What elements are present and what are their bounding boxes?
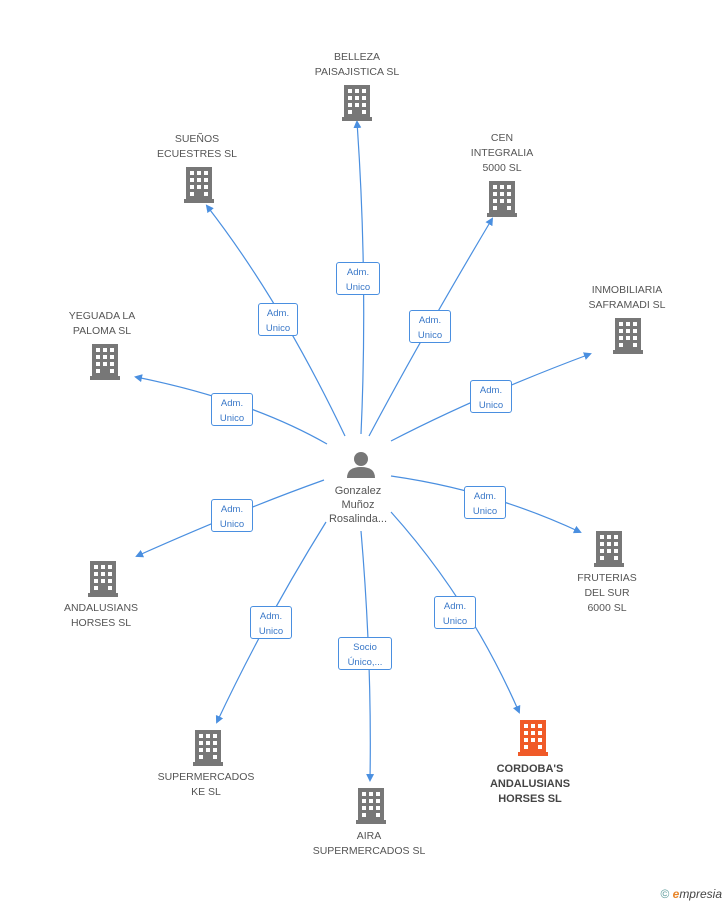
company-label-suenos[interactable]: SUEÑOS ECUESTRES SL bbox=[157, 133, 237, 160]
building-icon-cen[interactable] bbox=[487, 181, 517, 217]
edge-label-supermercados_ke[interactable]: Adm. Unico bbox=[250, 606, 292, 639]
edge-label-yeguada[interactable]: Adm. Unico bbox=[211, 393, 253, 426]
company-label-cen[interactable]: CEN INTEGRALIA 5000 SL bbox=[470, 132, 534, 174]
company-label-yeguada[interactable]: YEGUADA LA PALOMA SL bbox=[68, 310, 136, 337]
building-icon-supermercados_ke[interactable] bbox=[193, 730, 223, 766]
edge-label-cordobas[interactable]: Adm. Unico bbox=[434, 596, 476, 629]
edge-label-fruterias[interactable]: Adm. Unico bbox=[464, 486, 506, 519]
company-label-supermercados_ke[interactable]: SUPERMERCADOS KE SL bbox=[157, 771, 255, 798]
edge-label-andalusians[interactable]: Adm. Unico bbox=[211, 499, 253, 532]
building-icon-inmobiliaria[interactable] bbox=[613, 318, 643, 354]
building-icon-aira[interactable] bbox=[356, 788, 386, 824]
edge-label-belleza[interactable]: Adm. Unico bbox=[336, 262, 380, 295]
company-label-cordobas[interactable]: CORDOBA'S ANDALUSIANS HORSES SL bbox=[489, 763, 571, 805]
company-label-aira[interactable]: AIRA SUPERMERCADOS SL bbox=[312, 830, 426, 857]
building-icon-fruterias[interactable] bbox=[594, 531, 624, 567]
edge-label-inmobiliaria[interactable]: Adm. Unico bbox=[470, 380, 512, 413]
person-icon[interactable] bbox=[347, 452, 375, 478]
company-label-belleza[interactable]: BELLEZA PAISAJISTICA SL bbox=[314, 51, 400, 78]
center-person-label[interactable]: Gonzalez Muñoz Rosalinda... bbox=[328, 485, 388, 525]
edge-label-cen[interactable]: Adm. Unico bbox=[409, 310, 451, 343]
building-icon-andalusians[interactable] bbox=[88, 561, 118, 597]
company-label-inmobiliaria[interactable]: INMOBILIARIA SAFRAMADI SL bbox=[588, 284, 666, 311]
company-label-fruterias[interactable]: FRUTERIAS DEL SUR 6000 SL bbox=[577, 572, 637, 614]
edge-label-aira[interactable]: Socio Único,... bbox=[338, 637, 392, 670]
building-icon-cordobas[interactable] bbox=[518, 720, 548, 756]
edge-label-suenos[interactable]: Adm. Unico bbox=[258, 303, 298, 336]
building-icon-yeguada[interactable] bbox=[90, 344, 120, 380]
copyright-icon: © bbox=[660, 887, 670, 901]
company-label-andalusians[interactable]: ANDALUSIANS HORSES SL bbox=[63, 602, 139, 629]
building-icon-suenos[interactable] bbox=[184, 167, 214, 203]
brand-logo: © empresia bbox=[660, 887, 722, 901]
building-icon-belleza[interactable] bbox=[342, 85, 372, 121]
